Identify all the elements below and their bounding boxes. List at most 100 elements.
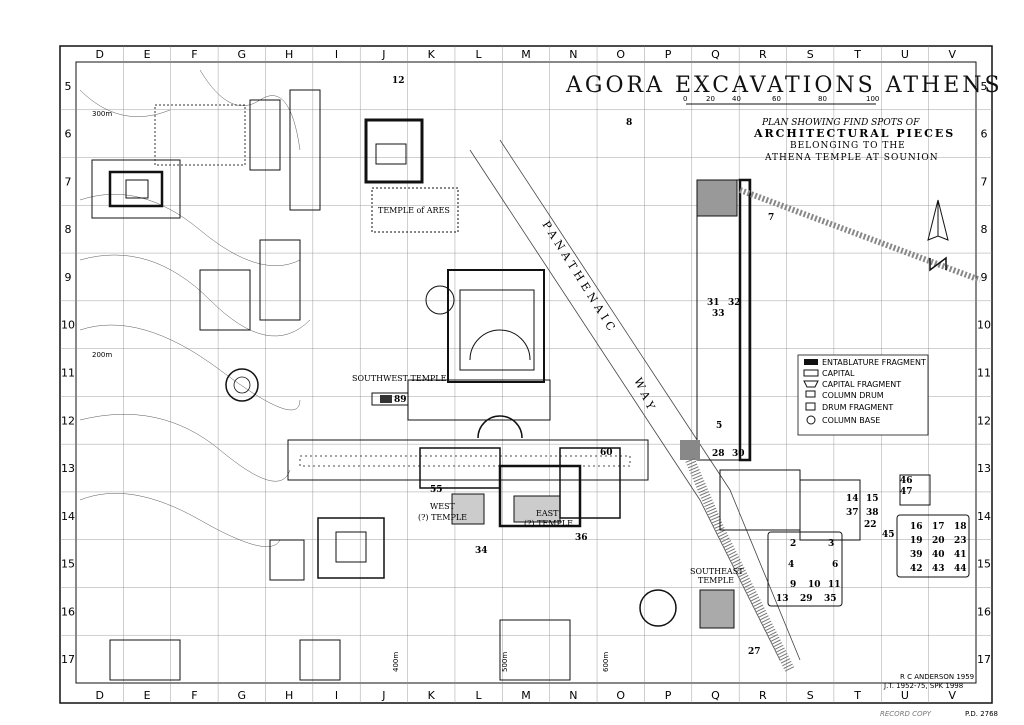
row-label: 14 [977,510,991,523]
find-spot: 30 [732,449,745,459]
find-spot: 18 [954,522,967,532]
row-label: 17 [61,653,75,666]
modern-road [738,187,982,283]
southwest-temple [371,392,409,406]
row-label: 9 [981,271,988,284]
label-southwest-temple: SOUTHWEST TEMPLE [352,374,447,383]
legend-label: ENTABLATURE FRAGMENT [822,358,926,367]
column-label: U [901,689,909,702]
column-label: T [853,689,861,702]
column-label: R [759,689,767,702]
middle-stoa [287,439,649,481]
hephaisteion [91,159,181,219]
column-label: L [476,689,483,702]
scale-label: 80 [818,95,827,103]
find-spot: 37 [846,508,859,518]
find-spot: 23 [954,536,967,546]
label-way: WAY [631,376,659,416]
row-label: 12 [977,414,991,427]
column-label: I [335,48,338,61]
map-title: AGORA EXCAVATIONS ATHENS [565,73,1003,98]
find-spot: 33 [712,309,725,319]
find-spot: 45 [882,530,895,540]
label-east-temple: EAST [536,509,559,518]
find-spot: 38 [866,508,879,518]
north-arrow-icon [927,199,949,272]
find-spot: 5 [716,421,722,431]
column-label: I [335,689,338,702]
column-label: K [428,48,436,61]
label-east-temple-2: (?) TEMPLE [524,519,573,528]
find-spot: 89 [394,395,407,405]
column-label: D [95,48,103,61]
find-spot: 36 [575,533,588,543]
southeast-buildings [109,469,931,681]
record-copy-stamp: RECORD COPY [880,710,932,718]
column-label: E [144,689,151,702]
column-label: S [807,48,814,61]
south-square-building [269,517,385,581]
column-label: O [616,48,625,61]
row-label: 15 [61,558,75,571]
column-label: G [238,689,247,702]
tholos [225,368,259,402]
find-spot: 2 [790,539,796,549]
column-label: G [238,48,247,61]
scale-label: 20 [706,95,715,103]
column-label: T [853,48,861,61]
legend: ENTABLATURE FRAGMENT CAPITAL CAPITAL FRA… [797,354,929,436]
find-spot: 3 [828,539,834,549]
find-spot: 7 [768,213,774,223]
scale-label: 100 [866,95,879,103]
find-spot: 34 [475,546,488,556]
row-label: 6 [65,128,72,141]
outer-frame [59,45,993,704]
odeion [407,269,551,439]
contour-label: 500m [501,652,509,672]
column-label: O [616,689,625,702]
find-group-box-b [896,514,970,578]
contour-label: 200m [92,351,112,359]
row-label: 15 [977,558,991,571]
find-spot: 60 [600,448,613,458]
column-label: U [901,48,909,61]
find-spots: 12 8 7 31 32 33 5 28 30 89 60 46 47 14 1… [392,76,967,657]
find-spot: 27 [748,647,761,657]
credits-line-1: R C ANDERSON 1959 [900,673,974,681]
column-label: P [665,689,672,702]
label-southeast-temple: SOUTHEAST [690,567,744,576]
column-label: V [949,48,957,61]
find-spot: 32 [728,298,741,308]
legend-label: COLUMN BASE [822,416,880,425]
subtitle-line-1: PLAN SHOWING FIND SPOTS OF [761,118,920,128]
subtitle-line-2: ARCHITECTURAL PIECES [753,127,955,140]
scale-label: 40 [732,95,741,103]
row-label: 5 [981,80,988,93]
row-label: 12 [61,414,75,427]
temples-central [419,447,621,528]
north-building [199,89,424,331]
find-spot: 46 [900,476,913,486]
find-spot: 17 [932,522,945,532]
column-label: M [521,48,531,61]
south-road [685,458,795,673]
find-spot: 35 [824,594,837,604]
row-label: 14 [61,510,75,523]
find-spot: 16 [910,522,923,532]
legend-label: COLUMN DRUM [822,391,884,400]
legend-label: DRUM FRAGMENT [822,403,893,412]
temple-of-ares [371,187,459,233]
row-label: 17 [977,653,991,666]
contour-label: 400m [392,652,400,672]
find-spot: 47 [900,487,913,497]
find-spot: 29 [800,594,813,604]
drawing-reference: P.D. 2768 [965,710,998,718]
column-label: E [144,48,151,61]
row-label: 5 [65,80,72,93]
column-label: J [381,689,385,702]
find-spot: 31 [707,298,720,308]
find-spot: 14 [846,494,859,504]
row-label: 7 [65,175,72,188]
column-label: H [285,48,293,61]
